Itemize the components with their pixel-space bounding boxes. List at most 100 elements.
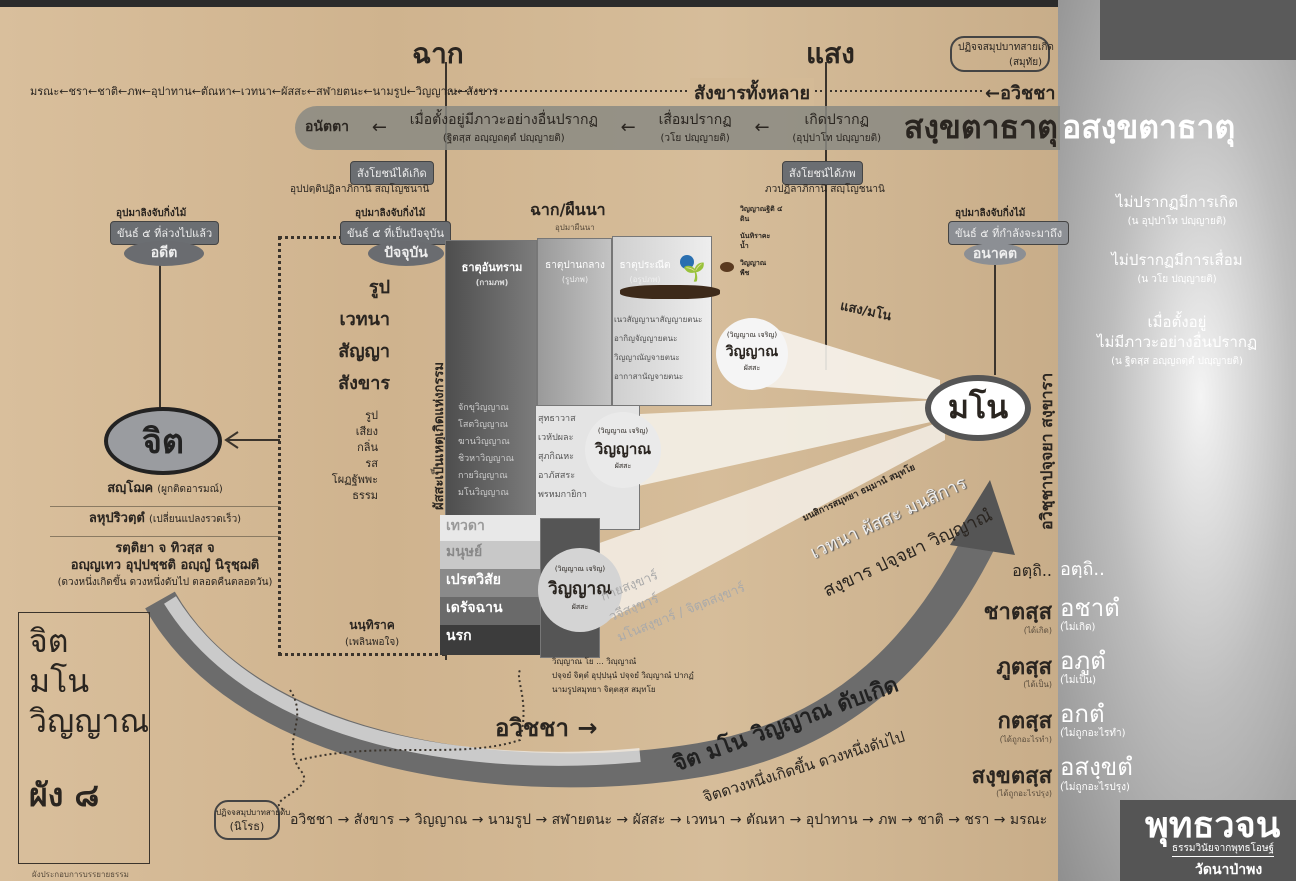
characteristics-row: อนัตตา ← เมื่อตั้งอยู่มีภาวะอย่างอื่นปรา… (305, 102, 1058, 152)
uppada-label: เกิดปรากฏ (804, 111, 869, 128)
citta-l2: ลหุปริวตฺตํ (88, 511, 145, 526)
realm-peta: เปรตวิสัย (440, 569, 540, 597)
future-label: อนาคต (964, 243, 1026, 265)
past-simile: อุปมาลิงจับกิ่งไม้ (116, 208, 187, 219)
col2-sub: (รูปภพ) (561, 275, 589, 284)
dotted-path (299, 669, 525, 761)
col1-sub: (กามภพ) (475, 278, 509, 287)
plan-number: ผัง ๘ (29, 776, 100, 814)
circle-main: วิญญาณ (594, 440, 652, 458)
rupa-item: เวหัปผละ (538, 433, 574, 443)
vaya-pali: (วโย ปญฺญายติ) (660, 132, 730, 144)
thitassa-label: เมื่อตั้งอยู่มีภาวะอย่างอื่นปรากฏ (409, 111, 598, 128)
vinnana-6-list: จักขุวิญญาณโสตวิญญาณฆานวิญญาณชิวหาวิญญาณ… (458, 400, 514, 502)
cycle-arc (145, 532, 996, 788)
arupa-list: เนวสัญญานาสัญญายตนะอากิญจัญญายตนะวิญญาณั… (614, 310, 702, 386)
circle-bottom: ผัสสะ (614, 462, 632, 470)
col2-title: ธาตุปานกลาง (545, 260, 605, 271)
arrow-head (224, 431, 239, 449)
legend-vinnana: วิญญาณ (29, 702, 150, 740)
top-bar (0, 0, 1296, 7)
sankhara-all: สังขารทั้งหลาย (690, 78, 815, 107)
citta-l5: (ดวงหนึ่งเกิดขึ้น ดวงหนึ่งดับไป ตลอดคืนต… (57, 577, 273, 588)
nandi-label: นนฺทิราค (349, 618, 395, 632)
footer-caption: ผังประกอบการบรรยายธรรม (32, 870, 129, 879)
avijja-paccaya-vertical: อวิชฺชาปจฺจยา สงฺขารา (1037, 372, 1056, 530)
sankhata-dhatu: สงฺขตาธาตุ (903, 107, 1058, 146)
citta-l1-note: (ผูกติดอารมณ์) (157, 484, 223, 495)
root-note: ปจฺจยํ จิตฺตํ อุปฺปนฺนํ ปจฺจยํ วิญฺญาณํ … (552, 671, 694, 680)
uppada-pali: (อุปฺปาโท ปญฺญายติ) (792, 132, 882, 144)
nirodha-sub: (นิโรธ) (229, 820, 265, 833)
nandi: นนฺทิราค(เพลินพอใจ) (345, 616, 399, 650)
citta-ellipse: จิต (104, 407, 222, 475)
list-neg: อตฺถิ.. (1060, 559, 1105, 580)
thitassa-pali: (ฐิตสฺส อญฺญถตฺตํ ปญฺญายติ) (442, 132, 565, 144)
sense-item: ธรรม (352, 489, 378, 502)
nirodha-box: ปฏิจจสมุปบาทสายดับ (นิโรธ) (214, 800, 291, 840)
arc-highlight (164, 596, 641, 766)
future-khandha: ขันธ์ ๕ ที่กำลังจะมาถึง (948, 221, 1070, 245)
list-neg: อชาตํ (1060, 593, 1120, 622)
panel-t2: ไม่ปรากฏมีการเสื่อม (1111, 251, 1243, 269)
circle-bottom: ผัสสะ (743, 364, 761, 372)
anatta: อนัตตา (305, 119, 350, 135)
khandha-item: รูป (368, 277, 390, 298)
characteristics-band (295, 106, 1060, 150)
panel-t2-pali: (น วโย ปญฺญายติ) (1137, 274, 1217, 285)
circle-top: (วิญญาณ เจริญ) (554, 565, 606, 573)
rupa-item: สุภกิณหะ (538, 452, 574, 462)
right-list-pali: อตฺถิ.. ชาตสฺส(ได้เกิด) ภูตสฺส(ได้เป็น) … (960, 561, 1052, 798)
asankhata-description: ไม่ปรากฏมีการเกิด(น อุปฺปาโท ปญฺญายติ) ไ… (1062, 192, 1292, 372)
rupa-item: สุทธาวาส (538, 414, 576, 424)
light-beam-1 (752, 322, 940, 400)
list-pali: สงฺขตสฺส (971, 763, 1052, 789)
arrow-right-icon: → (577, 714, 598, 742)
field-sub: อุปมาผืนนา (555, 223, 595, 232)
list-neg-note: (ไม่ถูกอะไรทำ) (1060, 728, 1126, 740)
fetter-birth-label: สังโยชน์ได้เกิด (350, 161, 434, 185)
vinnana-item: มโนวิญญาณ (458, 488, 509, 498)
nirodha-label: ปฏิจจสมุปบาทสายดับ (216, 808, 291, 817)
panel-t3a: เมื่อตั้งอยู่ (1147, 313, 1207, 331)
samutaya-label: ปฏิจจสมุปบาทสายเกิด (958, 42, 1054, 53)
panel-t1-pali: (น อุปฺปาโท ปญฺญายติ) (1127, 216, 1227, 227)
sense-item: รูป (365, 409, 378, 422)
sense-item: โผฏฐัพพะ (331, 473, 378, 486)
cessation-chain: อวิชชา → สังขาร → วิญญาณ → นามรูป → สฬาย… (290, 812, 1048, 828)
plant-note: นันทิราคะ (740, 232, 771, 240)
sense-item: กลิ่น (357, 441, 378, 454)
fetter-bhava-label: สังโยชน์ได้ภพ (782, 161, 863, 185)
list-note: (ได้เป็น) (1023, 680, 1052, 690)
thitassa: เมื่อตั้งอยู่มีภาวะอย่างอื่นปรากฏ (ฐิตสฺส… (410, 109, 598, 146)
list-neg: อกตํ (1060, 699, 1105, 728)
list-pali: ภูตสฺส (996, 654, 1052, 680)
vinnana-item: จักขุวิญญาณ (458, 403, 509, 413)
column-arupa (612, 236, 712, 406)
present-simile: อุปมาลิงจับกิ่งไม้ (355, 208, 426, 219)
realm-animal: เดรัจฉาน (440, 597, 540, 625)
root-note: นามรูปสมุทยา จิตฺตสฺส สมุทโย (552, 685, 656, 694)
present-label: ปัจจุบัน (368, 241, 444, 266)
vinnana-circle-rupa: (วิญญาณ เจริญ)วิญญาณผัสสะ (585, 412, 661, 488)
col3-title: ธาตุประณีต (619, 260, 671, 271)
right-bottom-block (1120, 800, 1296, 881)
list-neg-note: (ไม่เกิด) (1060, 622, 1096, 634)
vinnana-circle-kama: (วิญญาณ เจริญ)วิญญาณผัสสะ (538, 548, 622, 632)
khandha-item: เวทนา (339, 309, 390, 330)
saeng-heading: แสง (806, 37, 855, 70)
list-pali: กตสฺส (997, 709, 1052, 735)
samutaya-sub: (สมุทัย) (1009, 57, 1042, 68)
arrow-icon: ← (371, 116, 387, 138)
rupa-item: พรหมกายิกา (538, 490, 587, 500)
col2-label: ธาตุปานกลาง (รูปภพ) (540, 258, 610, 286)
origination-chain-reverse: มรณะ←ชรา←ชาติ←ภพ←อุปาทาน←ตัณหา←เวทนา←ผัส… (30, 85, 498, 98)
column-rupa (537, 238, 612, 408)
kama-realms: เทวดา มนุษย์ เปรตวิสัย เดรัจฉาน นรก (440, 515, 540, 655)
brand-title: พุทธวจน (1145, 805, 1281, 846)
khandha-item: สังขาร (338, 373, 390, 394)
arc-avijja: อวิชชา → (495, 708, 597, 747)
fetter-bhava-pali: ภวปฏิลาภิกานิ สญฺโญชนานิ (765, 184, 885, 195)
plant-notes: วิญญาณฐิติ ๔ดินนันทิราคะน้ำวิญญาณพืช (740, 205, 782, 278)
field-title: ฉาก/ผืนนา (530, 200, 606, 219)
